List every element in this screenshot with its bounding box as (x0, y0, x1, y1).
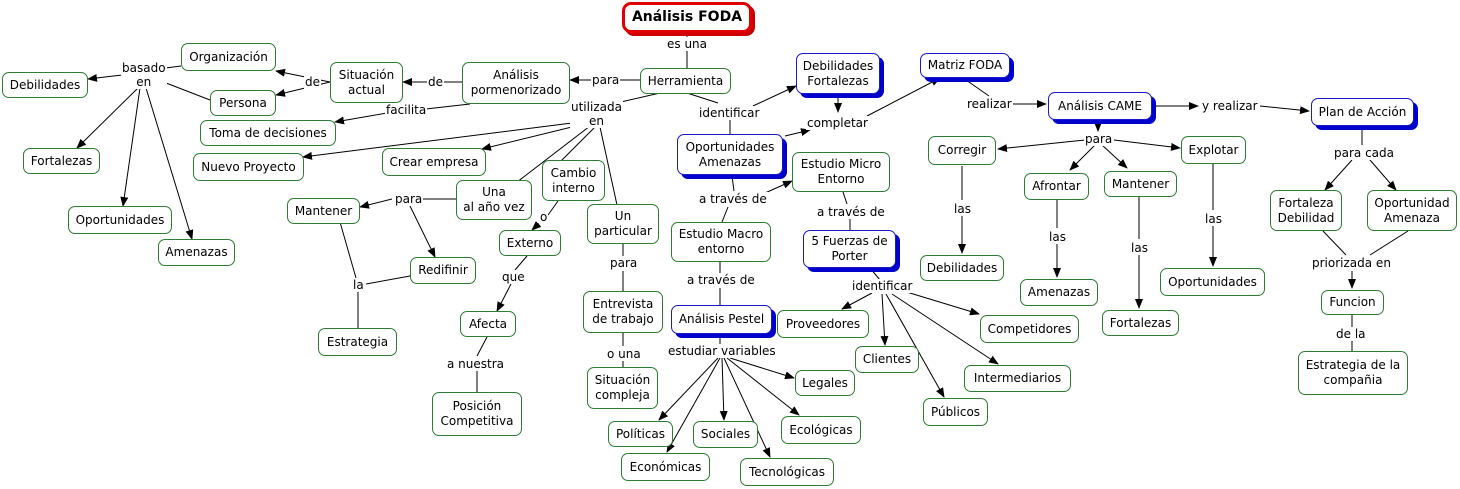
link-label: identificar (851, 279, 914, 293)
node-analisis-pestel[interactable]: Análisis Pestel (671, 305, 772, 334)
node-debilidades-1[interactable]: Debilidades (2, 72, 88, 98)
node-estudio-micro[interactable]: Estudio Micro Entorno (792, 152, 890, 192)
node-posicion-competitiva[interactable]: Posición Competitiva (432, 392, 522, 436)
node-mantener-2[interactable]: Mantener (1104, 171, 1177, 197)
node-analisis-foda[interactable]: Análisis FODA (622, 2, 752, 33)
node-ecologicas[interactable]: Ecológicas (781, 416, 861, 444)
link-label: o una (606, 347, 642, 361)
link-label: la (352, 278, 365, 292)
node-cambio-interno[interactable]: Cambio interno (542, 160, 605, 201)
node-corregir[interactable]: Corregir (928, 136, 996, 165)
link-label: las (953, 202, 972, 216)
link-label: estudiar variables (667, 344, 777, 358)
link-label: para (591, 73, 621, 87)
link-label: o (539, 210, 549, 224)
link-label: priorizada en (1311, 256, 1392, 270)
node-publicos[interactable]: Públicos (923, 398, 988, 426)
node-funcion[interactable]: Funcion (1321, 290, 1384, 315)
node-entrevista-trabajo[interactable]: Entrevista de trabajo (583, 291, 663, 333)
link-label: a través de (698, 192, 768, 206)
link-label: para cada (1333, 146, 1395, 160)
node-mantener-1[interactable]: Mantener (287, 198, 360, 224)
node-competidores[interactable]: Competidores (980, 315, 1079, 343)
node-politicas[interactable]: Políticas (608, 421, 673, 447)
link-label: para (609, 256, 639, 270)
node-herramienta[interactable]: Herramienta (640, 68, 731, 94)
node-fortalezas-1[interactable]: Fortalezas (23, 148, 100, 174)
link-label: de (304, 75, 321, 89)
node-una-al-ano[interactable]: Una al año vez (456, 180, 532, 220)
link-label: y realizar (1201, 99, 1259, 113)
node-sociales[interactable]: Sociales (693, 421, 758, 448)
node-toma-decisiones[interactable]: Toma de decisiones (200, 120, 336, 146)
node-crear-empresa[interactable]: Crear empresa (382, 148, 486, 176)
node-oportunidad-amenaza[interactable]: Oportunidad Amenaza (1367, 190, 1457, 231)
node-oportunidades-2[interactable]: Oportunidades (1160, 268, 1265, 296)
link-label: a través de (686, 273, 756, 287)
node-amenazas-1[interactable]: Amenazas (158, 239, 235, 266)
link-label: a nuestra (446, 357, 506, 371)
node-intermediarios[interactable]: Intermediarios (964, 365, 1071, 392)
node-afrontar[interactable]: Afrontar (1024, 173, 1089, 200)
node-externo[interactable]: Externo (499, 230, 561, 256)
node-plan-de-accion[interactable]: Plan de Acción (1311, 98, 1414, 126)
node-nuevo-proyecto[interactable]: Nuevo Proyecto (193, 153, 304, 181)
link-label: de (427, 75, 444, 89)
link-label: de la (1335, 327, 1367, 341)
node-estudio-macro[interactable]: Estudio Macro entorno (671, 222, 771, 262)
link-label: basado en (121, 61, 167, 89)
link-label: las (1204, 212, 1223, 226)
node-persona[interactable]: Persona (210, 90, 276, 116)
link-label: facilita (385, 103, 428, 117)
link-label: completar (806, 116, 869, 130)
link-label: identificar (698, 106, 761, 120)
node-matriz-foda[interactable]: Matriz FODA (920, 53, 1010, 78)
link-label: para (1084, 132, 1114, 146)
link-label: a través de (816, 205, 886, 219)
node-fortaleza-debilidad[interactable]: Fortaleza Debilidad (1270, 190, 1342, 231)
link-label: las (1130, 241, 1149, 255)
node-proveedores[interactable]: Proveedores (777, 310, 869, 338)
link-label: utilizada en (570, 100, 623, 128)
node-fortalezas-2[interactable]: Fortalezas (1102, 310, 1179, 336)
link-label: realizar (966, 97, 1013, 111)
node-un-particular[interactable]: Un particular (587, 204, 659, 244)
node-analisis-came[interactable]: Análisis CAME (1048, 92, 1152, 120)
node-clientes[interactable]: Clientes (855, 346, 919, 373)
node-tecnologicas[interactable]: Tecnológicas (740, 458, 834, 486)
node-redifinir[interactable]: Redifinir (410, 257, 476, 284)
link-label: las (1048, 230, 1067, 244)
node-5-fuerzas-porter[interactable]: 5 Fuerzas de Porter (803, 230, 896, 268)
node-legales[interactable]: Legales (795, 370, 855, 396)
node-estrategia[interactable]: Estrategia (318, 328, 397, 356)
node-organizacion[interactable]: Organización (181, 43, 276, 71)
link-label: que (501, 270, 526, 284)
link-label: es una (666, 37, 709, 51)
node-oportunidades-amenazas[interactable]: Oportunidades Amenazas (677, 134, 783, 175)
node-estrategia-compania[interactable]: Estrategia de la compañia (1298, 351, 1408, 395)
node-explotar[interactable]: Explotar (1181, 136, 1246, 164)
node-debilidades-fortalezas[interactable]: Debilidades Fortalezas (796, 53, 880, 94)
node-debilidades-2[interactable]: Debilidades (920, 255, 1004, 281)
link-label: para (394, 192, 424, 206)
node-oportunidades-1[interactable]: Oportunidades (68, 206, 172, 234)
node-situacion-compleja[interactable]: Situación compleja (587, 367, 658, 409)
node-situacion-actual[interactable]: Situación actual (330, 62, 403, 103)
node-economicas[interactable]: Económicas (621, 453, 710, 481)
node-analisis-pormenorizado[interactable]: Análisis pormenorizado (462, 62, 570, 104)
node-amenazas-2[interactable]: Amenazas (1020, 279, 1098, 306)
node-afecta[interactable]: Afecta (460, 311, 516, 337)
